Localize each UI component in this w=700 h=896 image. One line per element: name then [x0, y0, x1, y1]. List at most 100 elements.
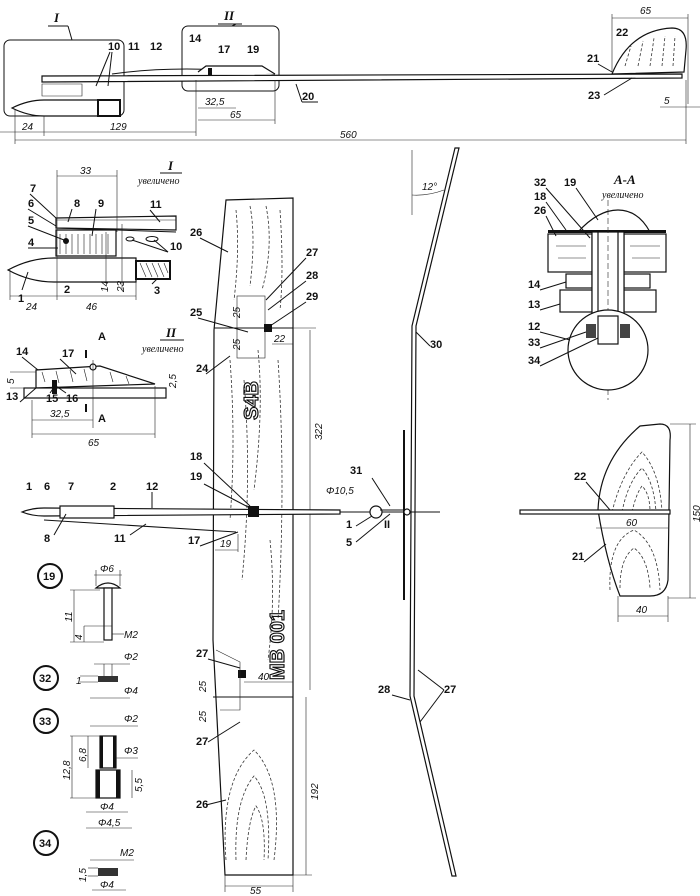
callout: 28: [306, 270, 318, 282]
dimension: 150: [692, 505, 700, 522]
callout: 8: [44, 533, 50, 545]
callout: 12: [150, 41, 162, 53]
callout: 14: [528, 279, 541, 291]
dimension: Φ4: [124, 686, 138, 697]
callout: 10: [170, 241, 182, 253]
callout: 22: [574, 471, 586, 483]
dimension: 1,5: [78, 868, 89, 882]
callout: 27: [306, 247, 318, 259]
section-callouts: 32 19 18 26 14 13 12 33 34: [528, 177, 599, 367]
callout: 4: [28, 237, 35, 249]
callout: 27: [196, 736, 208, 748]
part-32: 32 Φ2 1 Φ4: [33, 652, 138, 699]
callout: 21: [572, 551, 584, 563]
callout: 18: [534, 191, 546, 203]
dimension: 46: [86, 302, 98, 313]
callout: 17: [62, 348, 74, 360]
fuselage-plan: 1 6 7 2 12 8 11 19 17 18 19: [20, 451, 341, 552]
dimension: 19: [220, 539, 232, 550]
dimension: 25: [198, 680, 209, 693]
dimension: 24: [25, 302, 38, 313]
dimension: Φ10,5: [326, 486, 354, 497]
callout: 11: [150, 199, 162, 211]
wing-plan: S4B MB 001 26 27 28 29 25 24 27 27 26 25…: [190, 197, 325, 896]
fuselage-section: [369, 505, 383, 519]
callout: 11: [128, 41, 140, 53]
side-view: I II 10 11 12 14 17 19 20 21 22 23 24 12…: [0, 6, 700, 144]
section-title: А-А: [613, 172, 636, 187]
part-33: 33 Φ2 12,8 6,8 Φ3 5,5 Φ4 Φ4,5: [33, 708, 145, 829]
callout: 12: [146, 481, 158, 493]
detail-ii-frame: [181, 25, 280, 92]
dimension: 55: [250, 886, 262, 896]
section-mark-top: А: [98, 331, 106, 343]
callout: 6: [28, 198, 34, 210]
nose-cone: [10, 99, 99, 117]
callout: 17: [218, 44, 230, 56]
fin: [611, 27, 687, 75]
section-aa: А-А увеличено 32 19 18 26 14 13 12 33 34: [528, 172, 667, 400]
callout: 2: [110, 481, 116, 493]
dimension: Φ3: [124, 746, 138, 757]
dimension: 5: [6, 378, 17, 384]
dimension: 192: [310, 783, 321, 800]
dimension: 25: [232, 338, 243, 351]
callout: 24: [196, 363, 209, 375]
callout: 12: [528, 321, 540, 333]
callout: 25: [190, 307, 202, 319]
callout: 34: [528, 355, 541, 367]
side-callouts: 10 11 12 14 17 19 20 21 22 23: [95, 27, 633, 103]
callout: 11: [114, 533, 126, 545]
callout: 14: [189, 33, 202, 45]
dimension: 322: [314, 423, 325, 440]
callout: 8: [74, 198, 80, 210]
part-19: 19 Φ6 11 4 M2: [37, 563, 138, 643]
detail-i-mark: I: [53, 10, 60, 25]
part-number: 32: [39, 673, 51, 685]
callout: 7: [68, 481, 74, 493]
dimension: 65: [88, 438, 100, 449]
callout: 32: [534, 177, 546, 189]
dimension: 25: [232, 306, 243, 319]
dimension: 33: [80, 166, 92, 177]
dimension: 5: [664, 96, 670, 107]
callout: 18: [190, 451, 202, 463]
part-number: 33: [39, 716, 51, 728]
callout: 26: [196, 799, 208, 811]
callout: 7: [30, 183, 36, 195]
callout: 31: [350, 465, 362, 477]
dimension: 23: [116, 280, 127, 293]
dimension: 5,5: [134, 778, 145, 792]
callout: II: [384, 519, 390, 531]
wing-marking-top: S4B: [241, 381, 263, 420]
dimension: 11: [64, 612, 75, 622]
dimension: 1: [76, 676, 82, 687]
dimension: 129: [110, 122, 127, 133]
callout: 1: [18, 293, 24, 305]
dimension: 14: [100, 280, 111, 292]
dimension: 60: [626, 518, 638, 529]
part-number: 19: [43, 571, 55, 583]
dimension: Φ4,5: [98, 818, 121, 829]
part-number: 34: [39, 838, 52, 850]
dimension: 12°: [422, 182, 437, 193]
detail-i: I увеличено 33 24 46 14 23 7 6 5 4 8 9 1…: [6, 158, 182, 313]
callout: 30: [430, 339, 442, 351]
enlarged-label: увеличено: [141, 344, 184, 355]
stabilizer-plan: 60 22 21 150 40: [519, 423, 700, 622]
dimension: 25: [198, 710, 209, 723]
dimension: 40: [258, 672, 270, 683]
dimension: 65: [640, 6, 652, 17]
ballast-box: [41, 83, 83, 97]
wing-front: [409, 147, 460, 877]
wing-marking-bottom: MB 001: [267, 610, 289, 680]
dimension: 32,5: [50, 409, 70, 420]
callout: 1: [26, 481, 32, 493]
enlarged-label: увеличено: [137, 176, 180, 187]
fuselage-boom: [41, 73, 683, 83]
dimension: 65: [230, 110, 242, 121]
callout: 21: [587, 53, 599, 65]
callout: 16: [66, 393, 78, 405]
callout: 10: [108, 41, 120, 53]
